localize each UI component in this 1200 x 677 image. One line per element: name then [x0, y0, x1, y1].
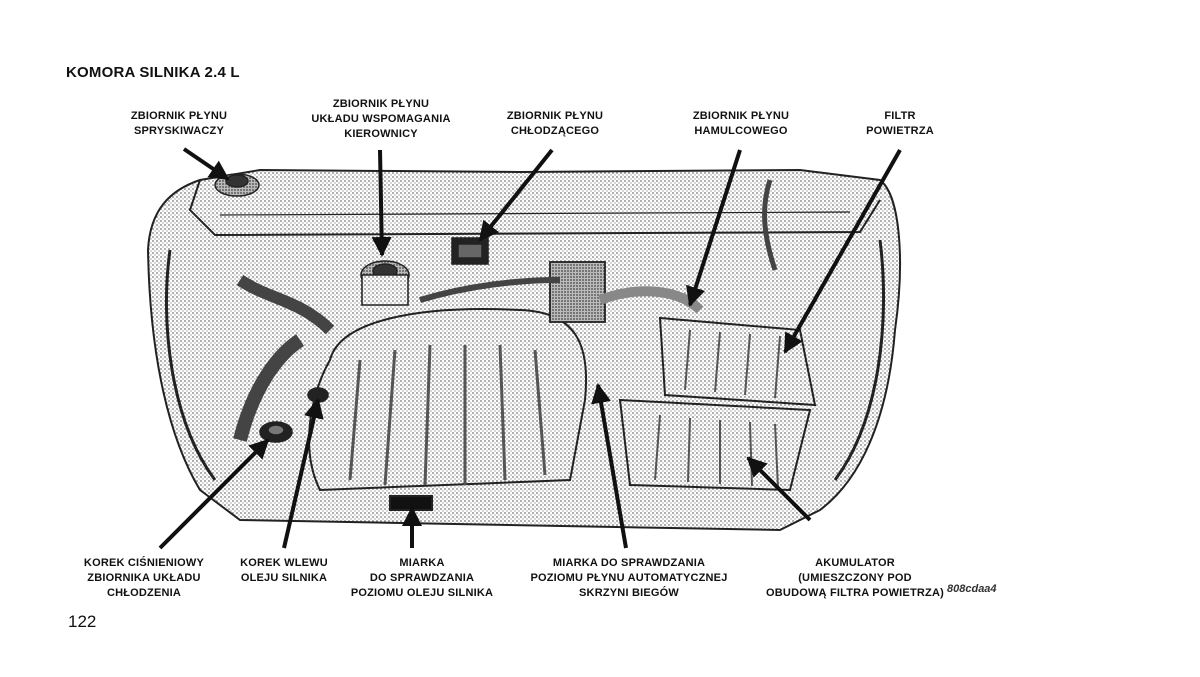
air-filter-housing: [658, 316, 817, 407]
arrow-brake: [686, 149, 742, 307]
pointer-arrows: [158, 147, 902, 550]
label-oil-fill-cap: KOREK WLEWU OLEJU SILNIKA: [240, 557, 328, 584]
arrow-power-steering: [371, 149, 392, 257]
label-air-filter: FILTR POWIETRZA: [866, 110, 934, 137]
hoses: [233, 179, 778, 442]
pressure-cap: [259, 421, 293, 443]
washer-reservoir: [214, 173, 260, 197]
battery-housing: [618, 398, 812, 492]
power-steering-reservoir: [360, 260, 410, 306]
page-number: 122: [68, 612, 97, 631]
arrow-battery: [746, 456, 812, 522]
oil-fill-cap: [307, 387, 329, 403]
intake-manifold: [308, 308, 588, 511]
label-coolant-reservoir: ZBIORNIK PŁYNU CHŁODZĄCEGO: [506, 110, 604, 137]
arrow-coolant: [478, 148, 554, 242]
arrow-air-filter: [783, 149, 902, 354]
arrow-oil-cap: [282, 398, 324, 549]
label-pressure-cap: KOREK CIŚNIENIOWY ZBIORNIKA UKŁADU CHŁOD…: [83, 557, 205, 599]
label-power-steering-reservoir: ZBIORNIK PŁYNU UKŁADU WSPOMAGANIA KIEROW…: [311, 98, 451, 140]
coolant-reservoir: [451, 237, 489, 265]
label-oil-dipstick: MIARKA DO SPRAWDZANIA POZIOMU OLEJU SILN…: [350, 557, 494, 599]
label-battery: AKUMULATOR (UMIESZCZONY POD OBUDOWĄ FILT…: [766, 557, 944, 599]
arrow-trans-dipstick: [591, 383, 628, 549]
label-transmission-dipstick: MIARKA DO SPRAWDZANIA POZIOMU PŁYNU AUTO…: [530, 557, 728, 599]
label-washer-reservoir: ZBIORNIK PŁYNU SPRYSKIWACZY: [130, 110, 228, 137]
label-brake-reservoir: ZBIORNIK PŁYNU HAMULCOWEGO: [692, 110, 790, 137]
page-title: KOMORA SILNIKA 2.4 L: [66, 64, 240, 81]
image-code: 808cdaa4: [947, 583, 997, 595]
arrow-pressure-cap: [158, 438, 270, 550]
arrow-washer: [182, 147, 230, 181]
